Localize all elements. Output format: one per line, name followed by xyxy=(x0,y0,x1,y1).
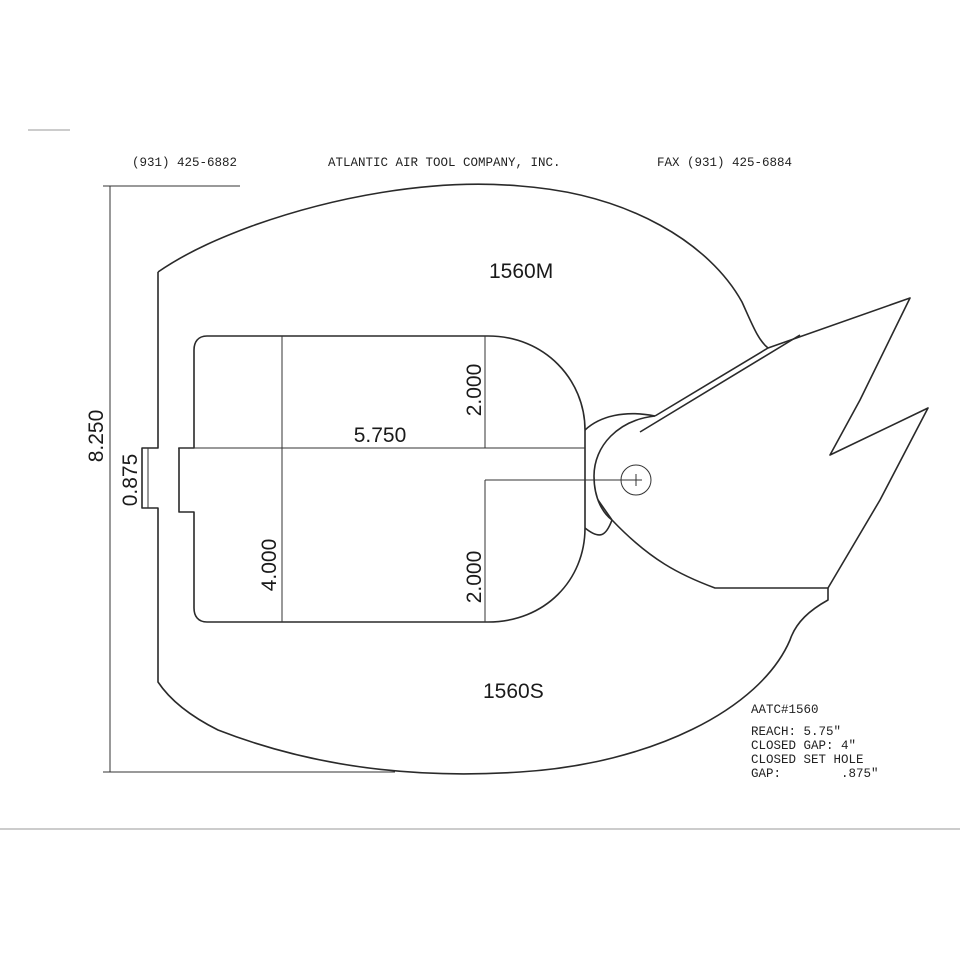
upper-jaw-1560m-outline xyxy=(157,183,929,589)
jaw-gap-opening xyxy=(178,335,586,623)
reach-dimension-label: 5.750 xyxy=(354,424,407,447)
pivot-housing-lower xyxy=(584,519,613,536)
upper-arm-inner-edge xyxy=(639,334,801,433)
upper-arm-edge xyxy=(654,347,769,417)
gap-dimension-lines xyxy=(147,336,630,622)
header-phone: (931) 425-6882 xyxy=(132,156,237,170)
lower-part-label: 1560S xyxy=(483,680,544,703)
height-dimension-label: 8.250 xyxy=(85,410,108,463)
note-gap: GAP: .875" xyxy=(751,767,879,781)
half-gap-top-label: 2.000 xyxy=(463,364,486,417)
closed-gap-dimension-label: 4.000 xyxy=(258,539,281,592)
pivot-housing-upper xyxy=(584,412,656,431)
note-set-hole: CLOSED SET HOLE xyxy=(751,753,864,767)
upper-part-label: 1560M xyxy=(489,260,553,283)
note-closed-gap: CLOSED GAP: 4" xyxy=(751,739,856,753)
header-company: ATLANTIC AIR TOOL COMPANY, INC. xyxy=(328,156,561,170)
height-dimension xyxy=(103,185,395,773)
set-hole-gap-label: 0.875 xyxy=(119,454,142,507)
lower-jaw-1560s-outline xyxy=(141,272,829,775)
note-model: AATC#1560 xyxy=(751,703,819,717)
note-reach: REACH: 5.75" xyxy=(751,725,841,739)
header-fax: FAX (931) 425-6884 xyxy=(657,156,792,170)
pivot-housing-ring xyxy=(593,415,656,521)
half-gap-bottom-label: 2.000 xyxy=(463,551,486,604)
